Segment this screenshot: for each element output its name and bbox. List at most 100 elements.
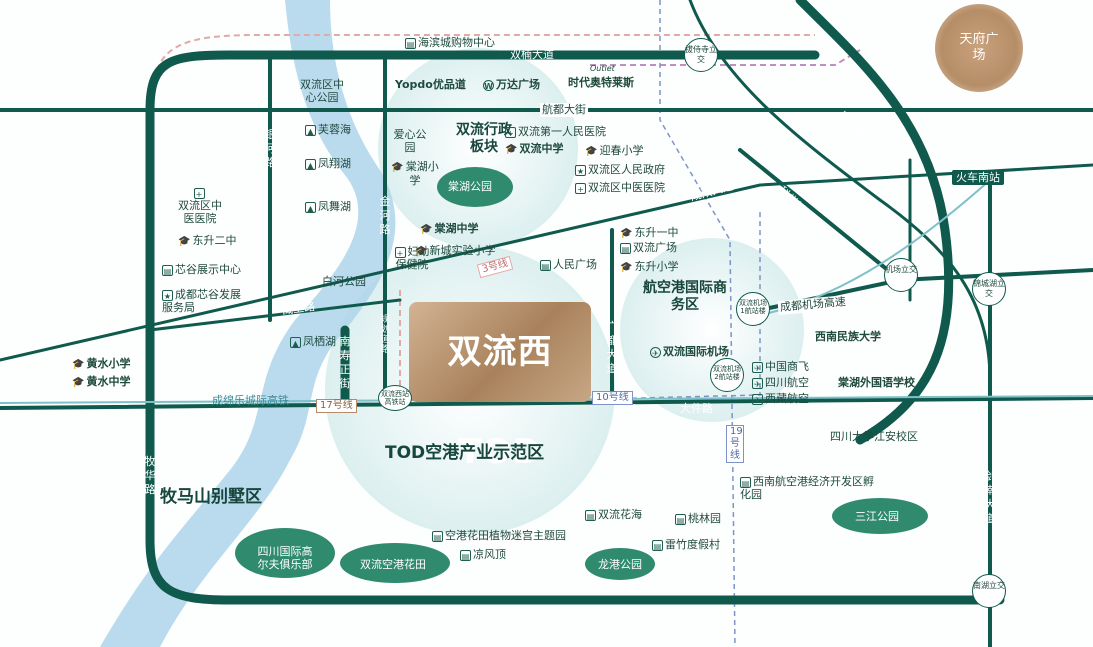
tod-project-block[interactable]: 双流西TOD: [409, 302, 591, 472]
road-outer-ring: [145, 105, 1005, 605]
road-label-guihua: 规划道路: [380, 315, 390, 355]
poi-airport-text: 双流国际机场: [663, 345, 729, 358]
school-tanghu-primary: 🎓棠湖小学: [390, 160, 440, 187]
school-icon: 🎓: [505, 144, 518, 155]
school-icon: 🎓: [585, 146, 598, 157]
lake-furong-text: 芙蓉海: [318, 123, 351, 136]
park-sanjiang-shape: [832, 498, 928, 534]
school-xinan-minzu-text: 西南民族大学: [815, 330, 881, 343]
admin-zone-circle: [378, 48, 578, 248]
building-icon: ▤: [585, 510, 596, 521]
lake-label-furong: ▲芙蓉海: [305, 123, 351, 136]
school-scu-jiangan-text: 四川大学江安校区: [830, 430, 918, 443]
poi-shuangliu-plaza-text: 双流广场: [633, 241, 677, 254]
building-icon: ▤: [652, 540, 663, 551]
school-tanghu-middle: 🎓棠湖中学: [420, 222, 478, 236]
road-chuanda: [688, 0, 992, 382]
building-icon: ▤: [162, 265, 173, 276]
poi-xinan-dev-text: 西南航空港经济开发区孵化园: [740, 475, 874, 501]
zone-tod-label: TOD空港产业示范区: [385, 443, 545, 463]
station-airport-t2[interactable]: 双流机场2航站楼: [710, 358, 744, 392]
plane-icon: ✈: [752, 394, 763, 405]
poi-comac-text: 中国商飞: [765, 360, 809, 373]
road-kexue: [738, 148, 902, 282]
poi-leizhu: ▤雷竹度假村: [652, 538, 720, 551]
zone-admin-label: 双流行政板块: [456, 122, 512, 155]
poi-maternal: +妇幼保健院: [392, 245, 432, 271]
poi-xinan-dev: ▤西南航空港经济开发区孵化园: [740, 475, 880, 501]
hospital-icon: +: [575, 183, 586, 194]
poi-tibet-air: ✈西藏航空: [752, 392, 809, 405]
government-icon: ★: [162, 290, 173, 301]
road-label-nanshouzheng: 南寿正街: [339, 335, 351, 390]
plaza-icon: ▤: [540, 260, 551, 271]
lake-fengwu-text: 凤舞湖: [318, 200, 351, 213]
school-icon: 🎓: [391, 162, 404, 173]
school-huangshui-primary-text: 黄水小学: [86, 357, 131, 370]
metro-label-line10: 10号线: [592, 391, 633, 405]
road-label-muhua: 牧华路: [144, 455, 156, 496]
road-label-dajian: 大件路: [680, 402, 713, 415]
park-konggang-shape: [340, 543, 450, 583]
road-label-jinhe: 金河路: [379, 195, 391, 236]
poi-xinpian: ▤芯谷展示中心: [162, 263, 241, 276]
school-dongsheng-primary-text: 东升小学: [634, 260, 679, 273]
lake-fengxiang-text: 凤翔湖: [318, 157, 351, 170]
lake-fengqi-text: 凤栖湖: [303, 335, 336, 348]
poi-airport: ✈双流国际机场: [650, 345, 729, 358]
road-label-hangdu: 航都大街: [540, 103, 588, 117]
plane-icon: ✈: [752, 362, 763, 373]
lake-icon: ▲: [305, 202, 316, 213]
interchange-nanhu[interactable]: 南湖立交: [972, 574, 1006, 608]
tianfu-square-label: 天府广场: [959, 32, 999, 63]
school-xincheng-text: 新城实验小学: [429, 244, 496, 257]
station-shuangliu-west[interactable]: 双流西站高铁站: [378, 385, 412, 411]
poi-renmin-plaza-text: 人民广场: [553, 258, 597, 271]
poi-liangfeng-text: 凉风顶: [473, 548, 506, 561]
station-huochenanzhan[interactable]: 火车南站: [952, 170, 1004, 185]
school-tanghu-foreign: 棠湖外国语学校: [838, 376, 915, 389]
metro-label-line19: 19号线: [726, 425, 744, 463]
school-dongsheng-one-text: 东升一中: [634, 226, 679, 239]
poi-yopdo: Yopdo优品道: [395, 78, 466, 91]
poi-migong-text: 空港花田植物迷宫主题园: [445, 529, 566, 542]
government-icon: ★: [575, 165, 586, 176]
tianfu-square-landmark: 天府广场: [935, 4, 1023, 92]
poi-tibet-air-text: 西藏航空: [765, 392, 809, 405]
poi-shuangliu-plaza: ▤双流广场: [620, 241, 677, 254]
metro-label-line17: 17号线: [316, 399, 357, 413]
school-icon: 🎓: [415, 246, 428, 257]
school-tanghu-primary-text: 棠湖小学: [405, 160, 439, 187]
school-dongsheng-two-text: 东升二中: [192, 234, 237, 247]
poi-xinpian-service: ★成都芯谷发展服务局: [162, 288, 242, 314]
school-icon: 🎓: [72, 377, 85, 388]
poi-migong: ▤空港花田植物迷宫主题园: [432, 529, 566, 542]
interchange-jinchenghu[interactable]: 锦城湖立交: [972, 272, 1006, 306]
poi-tcm-hospital-left-text: 双流区中医医院: [178, 199, 222, 225]
poi-comac: ✈中国商飞: [752, 360, 809, 373]
poi-hospital-first: +双流第一人民医院: [505, 125, 606, 138]
road-shuangnan: [145, 50, 820, 115]
park-tanghu-shape: [437, 167, 513, 207]
building-icon: ▤: [460, 550, 471, 561]
park-label-konggang: 双流空港花田: [360, 558, 426, 571]
road-zangwei: [148, 298, 402, 332]
school-icon: 🎓: [72, 359, 85, 370]
lake-label-fengqi: ▲凤栖湖: [290, 335, 336, 348]
poi-sichuan-air-text: 四川航空: [765, 376, 809, 389]
school-icon: 🎓: [620, 228, 633, 239]
school-xincheng: 🎓新城实验小学: [415, 244, 495, 258]
poi-haibin-text: 海滨城购物中心: [418, 36, 495, 49]
road-label-shuangnan: 双楠大道: [510, 48, 554, 61]
park-longgang-shape: [585, 548, 655, 580]
station-airport-t1[interactable]: 双流机场1航站楼: [736, 292, 770, 326]
lake-icon: ▲: [305, 125, 316, 136]
interchange-baoshansi[interactable]: 拔侍寺立交: [684, 38, 718, 72]
hospital-icon: +: [394, 247, 406, 258]
interchange-airport[interactable]: 机场立交: [884, 258, 918, 292]
zone-muma-label: 牧马山别墅区: [160, 487, 262, 507]
school-xinan-minzu: 西南民族大学: [815, 330, 881, 343]
hospital-icon: +: [193, 188, 205, 199]
park-label-golf: 四川国际高尔夫俱乐部: [257, 545, 313, 571]
school-dongsheng-primary: 🎓东升小学: [620, 260, 678, 274]
